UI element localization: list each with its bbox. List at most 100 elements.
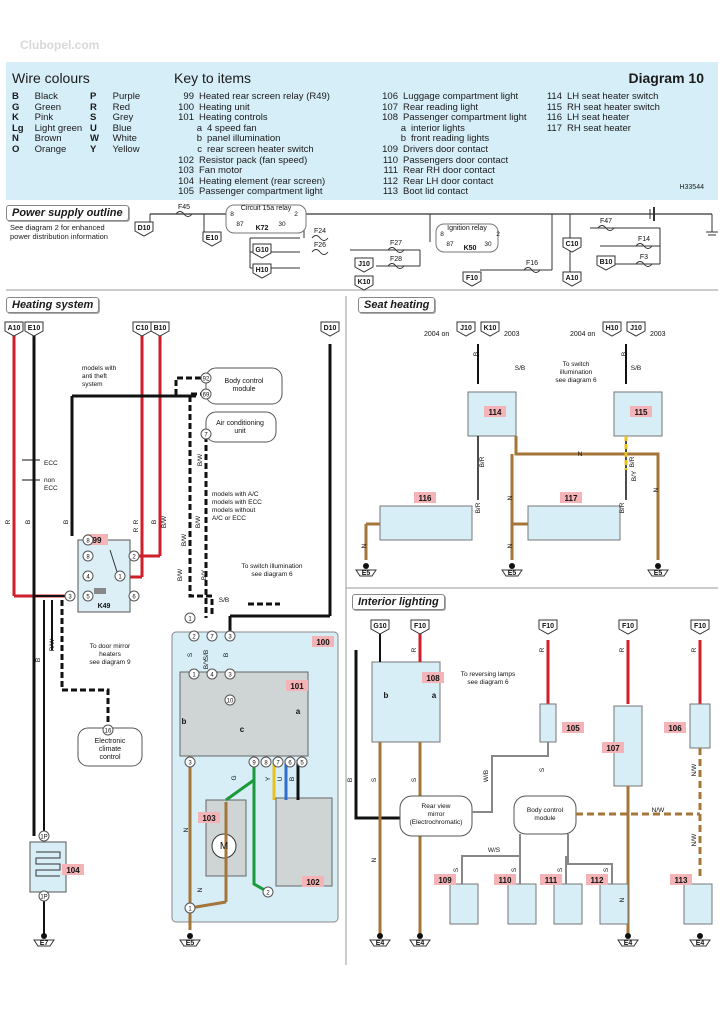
reversing-note: see diagram 6	[467, 679, 509, 686]
terminal-h10: H10	[252, 263, 272, 279]
pin-number: 7	[210, 635, 214, 641]
power-supply-title: Power supply outline	[6, 205, 129, 221]
key-number: b	[400, 133, 406, 145]
wire-label: S/B	[631, 365, 641, 372]
pin-number: 4	[86, 575, 90, 581]
body-control-label: Body control	[225, 378, 264, 385]
earth-label: E4	[376, 940, 385, 947]
pin-number: 1P	[40, 895, 47, 901]
earth-label: E7	[40, 940, 49, 947]
earth-e5: E5	[501, 563, 523, 577]
non-ecc-label: ECC	[44, 485, 58, 492]
pin-number: 3	[188, 761, 192, 767]
anti-theft-note: models with	[82, 365, 117, 372]
wire-label: N	[507, 495, 514, 500]
door-mirror-note: To door mirror	[90, 643, 131, 650]
terminal-k10: K10	[354, 275, 374, 291]
year-label: 2003	[650, 331, 666, 338]
pin: 16	[102, 724, 114, 736]
fuse-f27: F27	[387, 240, 405, 253]
key-number: 116	[546, 112, 562, 124]
non-ecc-label: non	[44, 477, 55, 484]
wire-label: B/R	[629, 456, 636, 467]
pin-number: 7	[204, 433, 208, 439]
motor-symbol: M	[220, 841, 228, 852]
key-number: 99	[183, 91, 194, 102]
key-number: 108	[382, 112, 398, 124]
key-text: RH seat heater switch	[567, 101, 660, 113]
pin-number: 6	[288, 761, 292, 767]
wire-colour-entry: Lg Light green	[12, 123, 82, 135]
pin-number: 69	[203, 393, 210, 399]
terminal-label: F10	[622, 623, 634, 630]
key-number: c	[197, 143, 202, 155]
earth-label: E4	[624, 940, 633, 947]
terminal-c10: C10	[132, 321, 152, 337]
wire-label: B	[63, 520, 70, 524]
wire-label: B	[473, 352, 480, 356]
key-number: 115	[546, 101, 562, 113]
key-text: Heated rear screen relay (R49)	[199, 91, 330, 102]
item-badge-label: 104	[66, 866, 80, 875]
item-badge-114: 114	[484, 406, 506, 417]
earth-label: E5	[654, 570, 663, 577]
wire-label: S	[511, 867, 518, 872]
item-badge-label: 115	[635, 408, 648, 417]
pin: 92	[200, 372, 212, 384]
terminal-label: F10	[466, 275, 478, 282]
wire-colour-entry: R Red	[90, 101, 140, 114]
models-ac-note: A/C or ECC	[212, 515, 246, 522]
ignition-relay-label: Ignition relay	[447, 225, 487, 232]
pin: 9	[248, 756, 260, 768]
terminal-label: G10	[255, 247, 268, 254]
earth-label: E5	[186, 940, 195, 947]
key-number: 117	[546, 122, 562, 134]
wire-label: S	[187, 652, 194, 657]
pin: 6	[128, 590, 140, 602]
sub-c: c	[240, 725, 245, 734]
item-badge-100: 100	[312, 636, 334, 647]
pin: 3	[64, 590, 76, 602]
wire-colour-name: Orange	[32, 143, 67, 155]
sub-a: a	[296, 707, 301, 716]
wire-label: N/W	[691, 833, 698, 847]
earth-e7: E7	[33, 933, 55, 947]
item-badge-105: 105	[562, 722, 584, 733]
circuit-relay-id: K72	[256, 225, 269, 232]
body-control-label: Body control	[527, 807, 564, 814]
pin: 1	[114, 570, 126, 582]
key-number: 111	[383, 165, 398, 177]
wire-colour-name: Purple	[110, 91, 141, 102]
wire-label: B/W	[195, 515, 202, 528]
wire-label: N	[361, 543, 368, 548]
pin: 8	[260, 756, 272, 768]
pin: 7	[272, 756, 284, 768]
wire-colour-name: Red	[110, 101, 131, 113]
pin: 8	[82, 534, 94, 546]
fuse-f28: F28	[387, 256, 405, 269]
terminal-label: F10	[414, 623, 426, 630]
item-badge-label: 108	[426, 674, 440, 683]
pin-number: 5	[300, 761, 304, 767]
key-number: 106	[382, 91, 398, 102]
pin-number: 8	[264, 761, 268, 767]
pin: 1	[184, 902, 196, 914]
terminal-e10: E10	[202, 231, 222, 247]
relay-pin: 8	[440, 231, 444, 238]
reversing-note: To reversing lamps	[461, 671, 516, 678]
wire-colour-name: White	[110, 133, 137, 145]
item-badge-107: 107	[602, 742, 624, 753]
earth-e4: E4	[689, 933, 711, 947]
pin-number: 9	[252, 761, 256, 767]
rear-view-mirror-label: Rear view	[422, 803, 451, 810]
seat-switch-note: see diagram 6	[555, 377, 597, 384]
wire-label: W/B	[483, 770, 490, 782]
diagram-label: Diagram 10	[628, 70, 704, 86]
